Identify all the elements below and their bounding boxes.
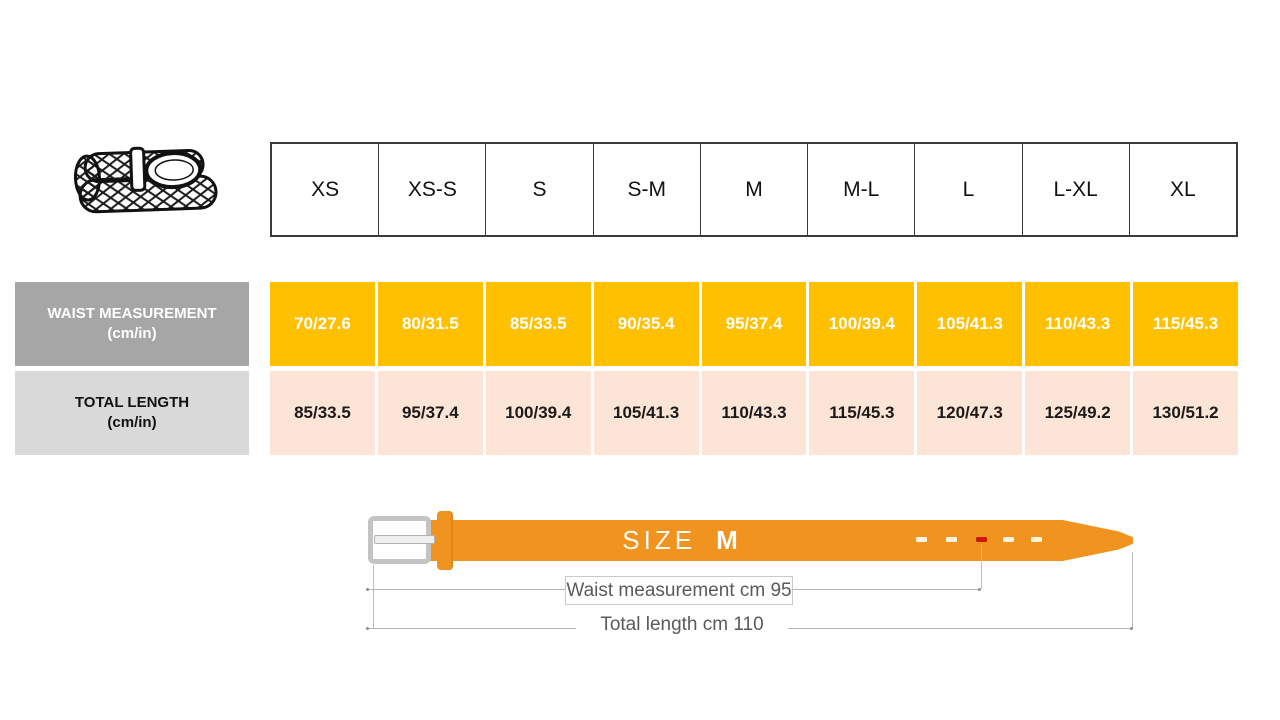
waist-dim-line-right <box>793 589 981 590</box>
total-length-row-label: TOTAL LENGTH (cm/in) <box>15 371 249 455</box>
length-value-cell: 110/43.3 <box>701 371 807 455</box>
row-label-text: WAIST MEASUREMENT <box>47 304 217 322</box>
waist-dim-line-left <box>368 589 565 590</box>
dim-end-dot <box>978 588 981 591</box>
length-value-cell: 120/47.3 <box>917 371 1023 455</box>
total-dim-line-right <box>788 628 1133 629</box>
size-header-cell: S-M <box>594 144 701 235</box>
waist-value-cell: 80/31.5 <box>377 282 483 366</box>
size-value: M <box>716 525 738 555</box>
length-value-cell: 105/41.3 <box>593 371 699 455</box>
dim-end-dot <box>1130 627 1133 630</box>
belt-keeper-art <box>129 146 147 192</box>
size-header-cell: L-XL <box>1023 144 1130 235</box>
size-header-cell: M <box>701 144 809 235</box>
waist-value-cell: 85/33.5 <box>485 282 591 366</box>
waist-value-cell: 110/43.3 <box>1025 282 1131 366</box>
belt-size-label: SIZE M <box>520 525 840 556</box>
length-value-cell: 95/37.4 <box>377 371 483 455</box>
total-dim-line-left <box>368 628 576 629</box>
waist-value-cell: 115/45.3 <box>1133 282 1238 366</box>
waist-value-cell: 95/37.4 <box>701 282 807 366</box>
belt-hole <box>916 537 927 542</box>
size-header-row: XS XS-S S S-M M M-L L L-XL XL <box>270 142 1238 237</box>
guide-line-tip <box>1132 552 1133 629</box>
dim-end-dot <box>366 627 369 630</box>
belt-hole <box>1031 537 1042 542</box>
size-word: SIZE <box>622 525 697 555</box>
guide-line-hole <box>981 544 982 589</box>
length-value-cell: 130/51.2 <box>1133 371 1238 455</box>
size-header-cell: S <box>486 144 594 235</box>
waist-value-cell: 70/27.6 <box>270 282 375 366</box>
row-label-unit: (cm/in) <box>107 325 157 342</box>
size-header-cell: XL <box>1170 177 1196 201</box>
belt-keeper <box>437 511 453 570</box>
guide-line-buckle <box>373 565 374 629</box>
size-header-cell: XS-S <box>379 144 487 235</box>
belt-hole <box>1003 537 1014 542</box>
belt-hole <box>946 537 957 542</box>
waist-measurement-row-label: WAIST MEASUREMENT (cm/in) <box>15 282 249 366</box>
dim-end-dot <box>366 588 369 591</box>
size-header-cell: XS <box>272 144 380 235</box>
size-header-cell: L <box>915 144 1023 235</box>
waist-value-cell: 105/41.3 <box>917 282 1023 366</box>
length-value-cell: 100/39.4 <box>485 371 591 455</box>
braided-belt-icon <box>58 136 236 253</box>
row-label-unit: (cm/in) <box>107 414 157 431</box>
belt-hole-marker <box>976 537 987 542</box>
row-label-text: TOTAL LENGTH <box>74 393 190 411</box>
belt-buckle-prong <box>374 535 435 544</box>
waist-measurement-annotation: Waist measurement cm 95 <box>565 576 793 605</box>
size-header-cell: M-L <box>808 144 916 235</box>
total-length-values: 85/33.5 95/37.4 100/39.4 105/41.3 110/43… <box>270 371 1238 455</box>
waist-measurement-values: 70/27.6 80/31.5 85/33.5 90/35.4 95/37.4 … <box>270 282 1238 366</box>
total-length-annotation: Total length cm 110 <box>576 614 788 636</box>
belt-strap <box>430 520 1133 561</box>
length-value-cell: 115/45.3 <box>809 371 915 455</box>
belt-buckle-icon <box>144 151 203 190</box>
length-value-cell: 125/49.2 <box>1025 371 1131 455</box>
waist-value-cell: 100/39.4 <box>809 282 915 366</box>
waist-value-cell: 90/35.4 <box>593 282 699 366</box>
length-value-cell: 85/33.5 <box>270 371 375 455</box>
